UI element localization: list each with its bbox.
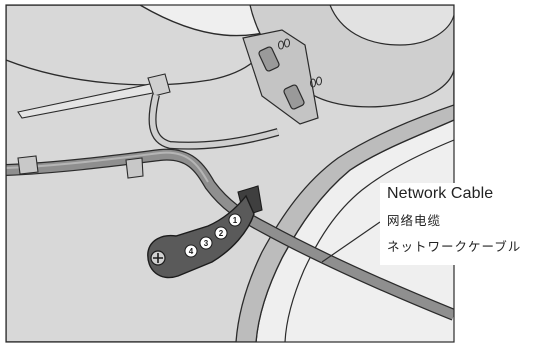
port-slot-lower — [283, 84, 305, 110]
callout-label-english: Network Cable — [387, 185, 494, 202]
port-indicator-icons — [278, 38, 322, 88]
port-slot-upper — [258, 46, 280, 72]
illustration-frame — [5, 4, 455, 343]
guide-slot-markers: 1 2 3 4 — [184, 213, 242, 258]
callout-label-chinese: 网络电缆 — [387, 213, 442, 228]
guide-slot-2: 2 — [219, 229, 224, 238]
cable-clip-middle — [125, 157, 144, 179]
numbered-cable-guide — [147, 194, 255, 279]
guide-slot-3: 3 — [204, 239, 209, 248]
guide-slot-1: 1 — [233, 216, 238, 225]
housing-top-dome — [329, 5, 454, 46]
callout-label-japanese: ネットワークケーブル — [387, 239, 522, 254]
housing-inner-rim — [284, 139, 454, 342]
callout-leader-line — [321, 221, 381, 263]
guide-slot-4: 4 — [189, 247, 194, 256]
cable-callout: Network Cable 网络电缆 ネットワークケーブル — [380, 183, 556, 265]
cable-clip-left — [17, 155, 39, 175]
cable-strap-clip — [147, 73, 171, 97]
guide-screw-icon — [150, 250, 166, 266]
